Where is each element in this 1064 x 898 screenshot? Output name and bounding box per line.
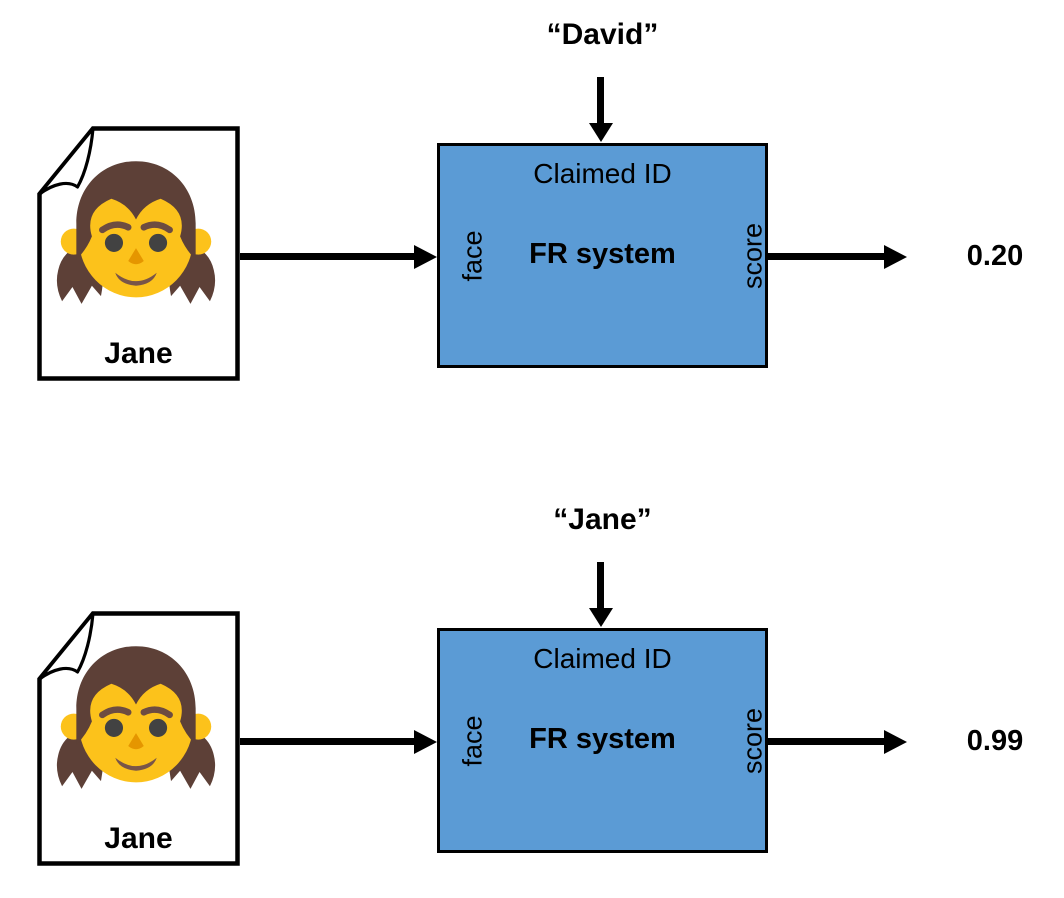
claimed-id-text: “Jane” — [553, 503, 652, 536]
verification-example-2: “Jane” Jane — [0, 485, 1064, 898]
arrowhead-down-icon — [588, 123, 613, 142]
score-port-label: score — [737, 222, 768, 289]
arrowhead-down-icon — [588, 608, 613, 627]
claimed-id-arrow — [588, 77, 613, 142]
face-port-label: face — [457, 229, 488, 282]
claimed-id-text: “David” — [546, 18, 659, 51]
girl-face-emoji-icon — [56, 646, 216, 789]
probe-photo-document: Jane — [37, 126, 240, 381]
claimed-id-arrow — [588, 562, 613, 627]
document-name-label: Jane — [104, 337, 173, 370]
fr-system-box: Claimed ID FR system face score — [437, 143, 768, 368]
document-name-label: Jane — [104, 822, 173, 855]
verification-example-1: “David” Jane — [0, 0, 1064, 413]
fr-system-box: Claimed ID FR system face score — [437, 628, 768, 853]
arrowhead-right-icon — [414, 244, 437, 269]
claimed-id-port-label: Claimed ID — [533, 643, 672, 674]
score-value: 0.20 — [966, 240, 1024, 272]
girl-face-emoji-icon — [56, 161, 216, 304]
score-output-arrow — [768, 729, 907, 754]
score-port-label: score — [737, 707, 768, 774]
score-value: 0.99 — [966, 725, 1024, 757]
face-port-label: face — [457, 714, 488, 767]
face-input-arrow — [240, 244, 437, 269]
face-input-arrow — [240, 729, 437, 754]
claimed-id-port-label: Claimed ID — [533, 158, 672, 189]
arrowhead-right-icon — [884, 244, 907, 269]
probe-photo-document: Jane — [37, 611, 240, 866]
score-output-arrow — [768, 244, 907, 269]
arrowhead-right-icon — [884, 729, 907, 754]
fr-system-label: FR system — [529, 722, 676, 755]
arrowhead-right-icon — [414, 729, 437, 754]
fr-system-label: FR system — [529, 237, 676, 270]
